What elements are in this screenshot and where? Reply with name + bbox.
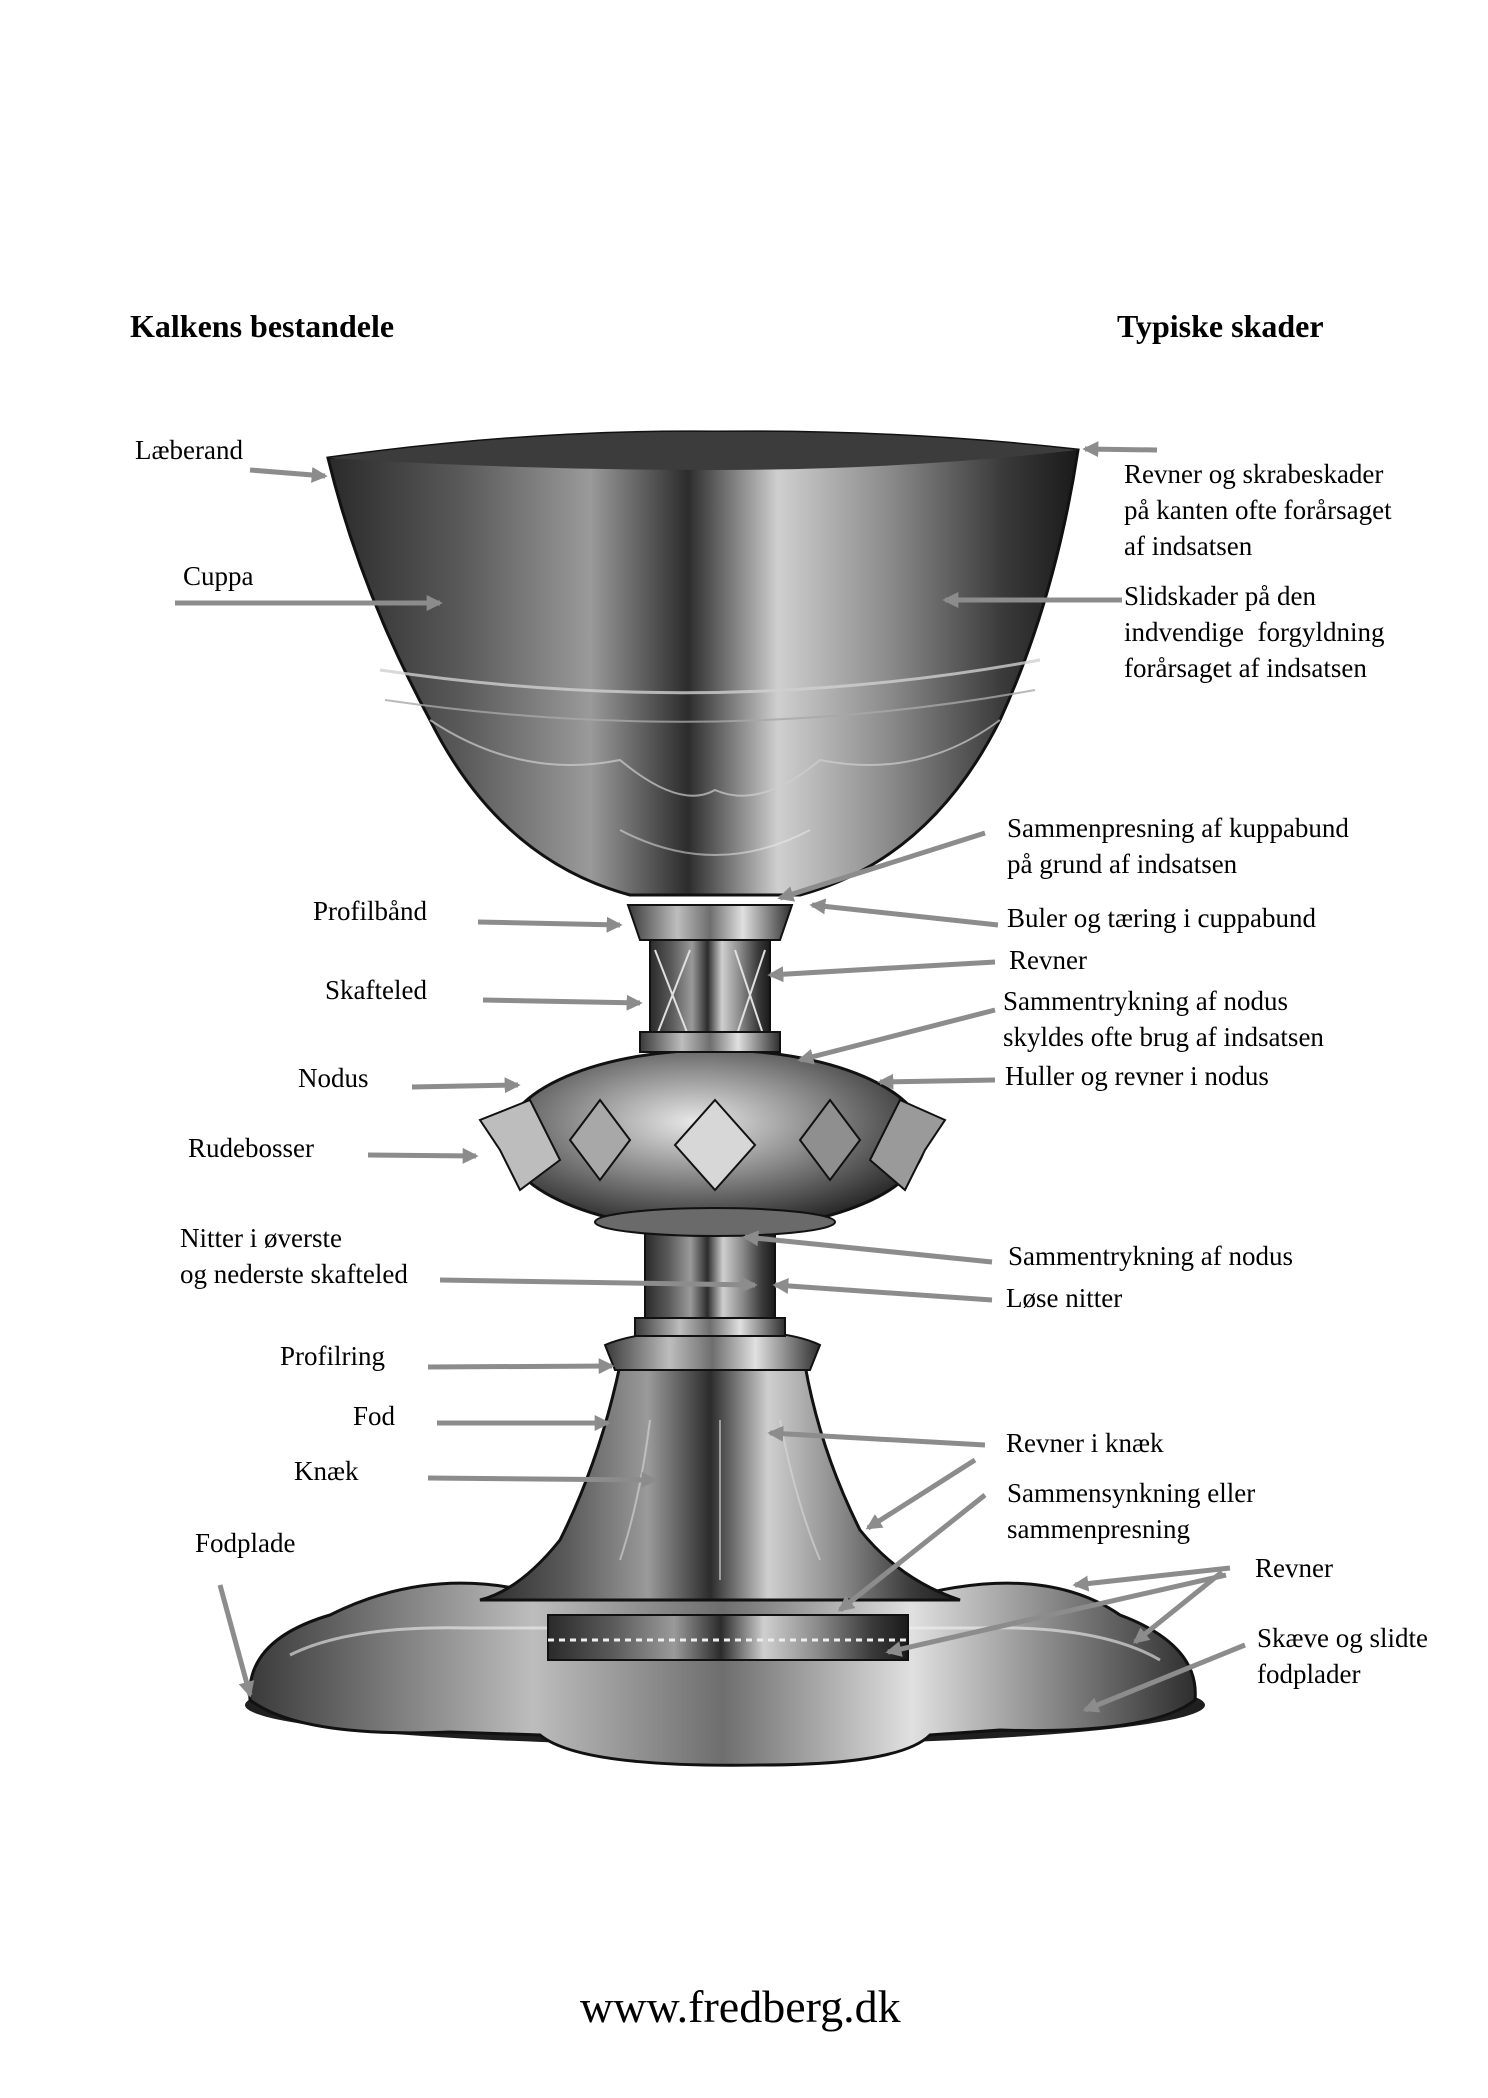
damage-label-revner-kanten: Revner og skrabeskader på kanten ofte fo…: [1124, 459, 1392, 561]
arrow-revner-kanten: [1082, 441, 1158, 458]
foot-plate: [245, 1581, 1205, 1767]
damage-label-buler: Buler og tæring i cuppabund: [1007, 903, 1316, 933]
damage-label-skaeve: Skæve og slidte fodplader: [1257, 1623, 1429, 1689]
damage-label-slidskader: Slidskader på den indvendige forgyldning…: [1124, 581, 1385, 683]
part-label-laeberand: Læberand: [135, 435, 243, 465]
part-label-fodplade: Fodplade: [195, 1528, 296, 1558]
arrow-rudebosser: [367, 1147, 479, 1164]
cuppa: [326, 430, 1080, 897]
arrow-sammensynkning: [837, 1493, 987, 1612]
arrow-revner-plade-3: [885, 1572, 1227, 1657]
nodus: [478, 1048, 947, 1237]
arrow-profilband: [477, 916, 623, 933]
arrow-fodplade: [217, 1584, 255, 1698]
part-label-profilband: Profilbånd: [313, 896, 427, 926]
part-label-knaek: Knæk: [294, 1456, 359, 1486]
arrow-revner-plade-1: [1072, 1565, 1231, 1592]
part-label-profilring: Profilring: [280, 1341, 385, 1371]
part-arrows: [175, 466, 758, 1698]
part-label-cuppa: Cuppa: [183, 561, 254, 591]
profile-band: [626, 904, 794, 941]
arrow-nodus: [411, 1077, 521, 1094]
arrow-revner-skaft: [767, 959, 996, 983]
damage-label-revner-skaft: Revner: [1009, 945, 1087, 975]
arrow-skaeve: [1082, 1642, 1246, 1713]
part-label-nitter: Nitter i øverste og nederste skafteled: [180, 1223, 408, 1289]
arrow-revner-knaek-1: [767, 1425, 986, 1448]
arrow-huller: [877, 1073, 996, 1090]
arrow-skafteled: [482, 994, 643, 1011]
arrow-buler: [809, 898, 999, 928]
foot: [479, 1363, 961, 1602]
part-label-skafteled: Skafteled: [325, 975, 427, 1005]
damage-label-sammentrykning-nodus-2: Sammentrykning af nodus: [1008, 1241, 1293, 1271]
damage-label-sammentrykning-nodus: Sammentrykning af nodus skyldes ofte bru…: [1003, 986, 1324, 1052]
damage-label-loese-nitter: Løse nitter: [1006, 1283, 1123, 1313]
arrow-loese-nitter: [772, 1277, 993, 1303]
arrow-nitter: [439, 1276, 758, 1293]
arrow-revner-plade-2: [1132, 1570, 1224, 1644]
damage-label-sammensynkning: Sammensynkning eller sammenpresning: [1007, 1478, 1256, 1544]
damage-label-revner-knaek: Revner i knæk: [1006, 1428, 1164, 1458]
part-label-rudebosser: Rudebosser: [188, 1133, 314, 1163]
part-label-nodus: Nodus: [298, 1063, 369, 1093]
part-label-fod: Fod: [353, 1401, 396, 1431]
arrow-laeberand: [249, 466, 328, 483]
footer-url: www.fredberg.dk: [580, 1981, 901, 2032]
arrow-profilring: [427, 1358, 615, 1375]
damage-label-revner-plade: Revner: [1255, 1553, 1333, 1583]
damages-heading: Typiske skader: [1117, 308, 1324, 344]
parts-heading: Kalkens bestandele: [130, 308, 395, 344]
arrow-sammenpresning-kuppabund: [777, 830, 986, 902]
damage-label-sammenpresning-kuppabund: Sammenpresning af kuppabund på grund af …: [1007, 813, 1349, 879]
upper-stem: [639, 939, 781, 1053]
damage-label-huller: Huller og revner i nodus: [1005, 1061, 1269, 1091]
arrow-knaek: [427, 1471, 658, 1488]
damage-arrows: [742, 441, 1246, 1713]
arrow-revner-knaek-2: [865, 1457, 977, 1531]
arrow-sammentrykning-nodus-2: [742, 1230, 993, 1265]
arrow-sammentrykning-nodus: [797, 1007, 996, 1065]
